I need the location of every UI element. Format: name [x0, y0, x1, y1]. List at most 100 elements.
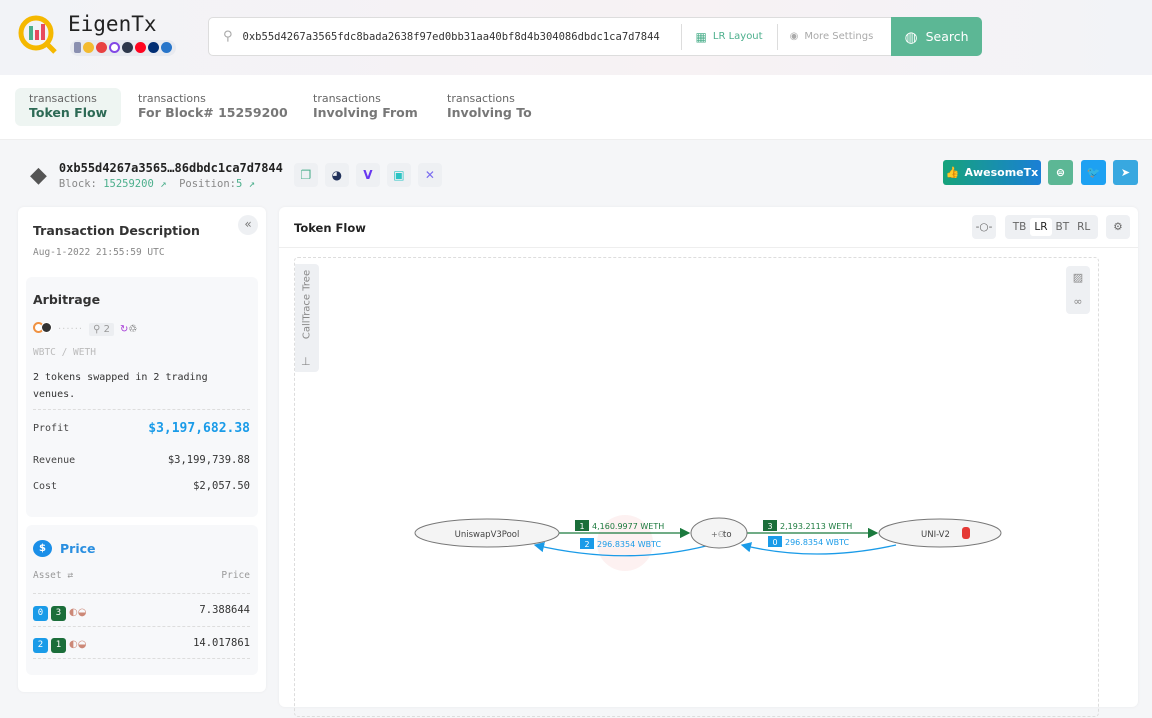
node-label: UniswapV3Pool	[455, 530, 520, 540]
tab-label: Token Flow	[29, 105, 108, 120]
sentio-icon[interactable]: ✕	[417, 163, 442, 187]
edge-index: 0	[772, 538, 777, 547]
edge-0[interactable]	[740, 542, 897, 555]
avalanche-icon[interactable]	[96, 42, 107, 53]
link-icon[interactable]: ∞	[1073, 295, 1083, 308]
token-pair: WBTC / WETH	[33, 347, 96, 358]
etherscan-icon[interactable]: ◕	[324, 163, 349, 187]
edge-2[interactable]	[533, 542, 707, 557]
awesometx-button[interactable]: 👍 AwesomeTx	[943, 160, 1041, 185]
profit-label: Profit	[33, 423, 70, 434]
optimism-icon[interactable]	[135, 42, 146, 53]
cronos-icon[interactable]	[148, 42, 159, 53]
search-button[interactable]: ◍Search	[891, 17, 982, 56]
twitter-icon: 🐦	[1086, 166, 1101, 179]
calltrace-tree-tab[interactable]: CallTrace Tree ⊥	[295, 264, 319, 372]
graph-canvas[interactable]: CallTrace Tree ⊥ ▨ ∞ UniswapV3Pool +⚇ to…	[294, 257, 1099, 717]
direction-selector: TB LR BT RL	[1005, 215, 1098, 239]
grid-icon: ▦	[695, 29, 707, 44]
ethereum-icon[interactable]	[74, 42, 81, 53]
divider	[680, 23, 682, 50]
collapse-button[interactable]: «	[238, 215, 258, 235]
tx-hash[interactable]: 0xb55d4267a3565…86dbdc1ca7d7844	[58, 160, 283, 175]
profit-value: $3,197,682.38	[148, 421, 250, 436]
thumbs-up-icon: 👍	[945, 166, 960, 179]
node-to[interactable]	[690, 517, 748, 549]
awesometx-label: AwesomeTx	[964, 166, 1039, 179]
export-image-icon[interactable]: ▨	[1072, 271, 1084, 284]
cost-label: Cost	[33, 480, 58, 492]
brand-name: EigenTx	[68, 12, 157, 36]
tab-sub: transactions	[29, 92, 97, 105]
direction-lr[interactable]: LR	[1030, 218, 1052, 236]
external-link-icon[interactable]: ↗	[153, 177, 167, 190]
external-link-icon[interactable]: ↗	[242, 177, 255, 190]
direction-bt[interactable]: BT	[1055, 221, 1070, 233]
tab-sub: transactions	[313, 92, 381, 105]
edge-label: 296.8354 WBTC	[785, 538, 850, 547]
more-settings-label: More Settings	[804, 31, 874, 42]
comment-icon: ⊜	[1055, 166, 1066, 179]
arbitrage-title: Arbitrage	[33, 292, 101, 307]
node-uniswapv3pool[interactable]	[414, 518, 560, 548]
chain-icon[interactable]	[161, 42, 172, 53]
block-label: Block:	[58, 177, 97, 190]
edge-index-chip	[763, 520, 777, 531]
eigentx-logo-icon[interactable]	[18, 15, 58, 55]
tree-icon: ⊥	[301, 355, 311, 368]
edge-index: 1	[579, 522, 584, 531]
header: EigenTx ⚲ 0xb55d4267a3565fdc8bada2638f97…	[0, 0, 1152, 75]
direction-rl[interactable]: RL	[1077, 221, 1091, 233]
edge-label: 296.8354 WBTC	[597, 540, 662, 549]
more-settings-button[interactable]: ◉ More Settings	[778, 31, 886, 42]
tenderly-icon[interactable]: V	[355, 163, 380, 187]
edge-label: 2,193.2113 WETH	[780, 522, 852, 531]
twitter-button[interactable]: 🐦	[1081, 160, 1106, 185]
tab-label: For Block# 15259200	[138, 105, 288, 120]
settings-button[interactable]: ⚙	[1106, 215, 1130, 239]
telegram-button[interactable]: ➤	[1113, 160, 1138, 185]
bnb-icon[interactable]	[83, 42, 94, 53]
layout-toggle[interactable]: ▦ LR Layout	[682, 30, 777, 44]
direction-tb[interactable]: TB	[1012, 221, 1027, 233]
fit-view-button[interactable]: -○-	[972, 215, 996, 239]
summary: 2 tokens swapped in 2 trading venues.	[33, 372, 208, 400]
user-add-icon: +⚇	[711, 530, 725, 539]
venue-count-badge: ⚲ 2	[89, 322, 114, 336]
position-link[interactable]: 5	[235, 177, 243, 190]
block-link[interactable]: 15259200	[103, 177, 154, 190]
polygon-icon[interactable]	[109, 42, 120, 53]
tab-sub: transactions	[138, 92, 206, 105]
copy-icon[interactable]: ❐	[293, 163, 318, 187]
revenue-label: Revenue	[33, 454, 76, 466]
arbitrage-card: Arbitrage ······ ⚲ 2 ↻♲ WBTC / WETH 2 to…	[26, 277, 258, 517]
phalcon-icon[interactable]: ▣	[386, 163, 411, 187]
layout-label: LR Layout	[712, 31, 763, 42]
divider	[776, 23, 778, 50]
gear-icon: ⚙	[1113, 221, 1123, 233]
comment-button[interactable]: ⊜	[1048, 160, 1073, 185]
chain-selector[interactable]	[70, 40, 176, 56]
edge-index-chip: 3	[51, 605, 66, 621]
node-uni-v2[interactable]	[878, 518, 1002, 548]
edge-index-chip	[575, 520, 589, 531]
search-input[interactable]: 0xb55d4267a3565fdc8bada2638f97ed0bb31aa4…	[242, 30, 660, 43]
node-icon: -○-	[975, 221, 993, 233]
profit-row: Profit $3,197,682.38	[33, 409, 250, 447]
settings-icon: ◉	[789, 31, 799, 42]
arbitrum-icon[interactable]	[122, 42, 133, 53]
asset-header[interactable]: Asset ⇄	[33, 570, 74, 581]
search-logo-icon: ◍	[904, 27, 918, 46]
edge-index-chip	[580, 538, 594, 549]
edge-index-chip: 2	[33, 638, 48, 653]
warning-badge-icon	[962, 527, 970, 539]
token-flow-panel: Token Flow -○- TB LR BT RL ⚙ CallTrace T…	[279, 207, 1138, 717]
ethereum-icon: ◆	[30, 162, 47, 188]
